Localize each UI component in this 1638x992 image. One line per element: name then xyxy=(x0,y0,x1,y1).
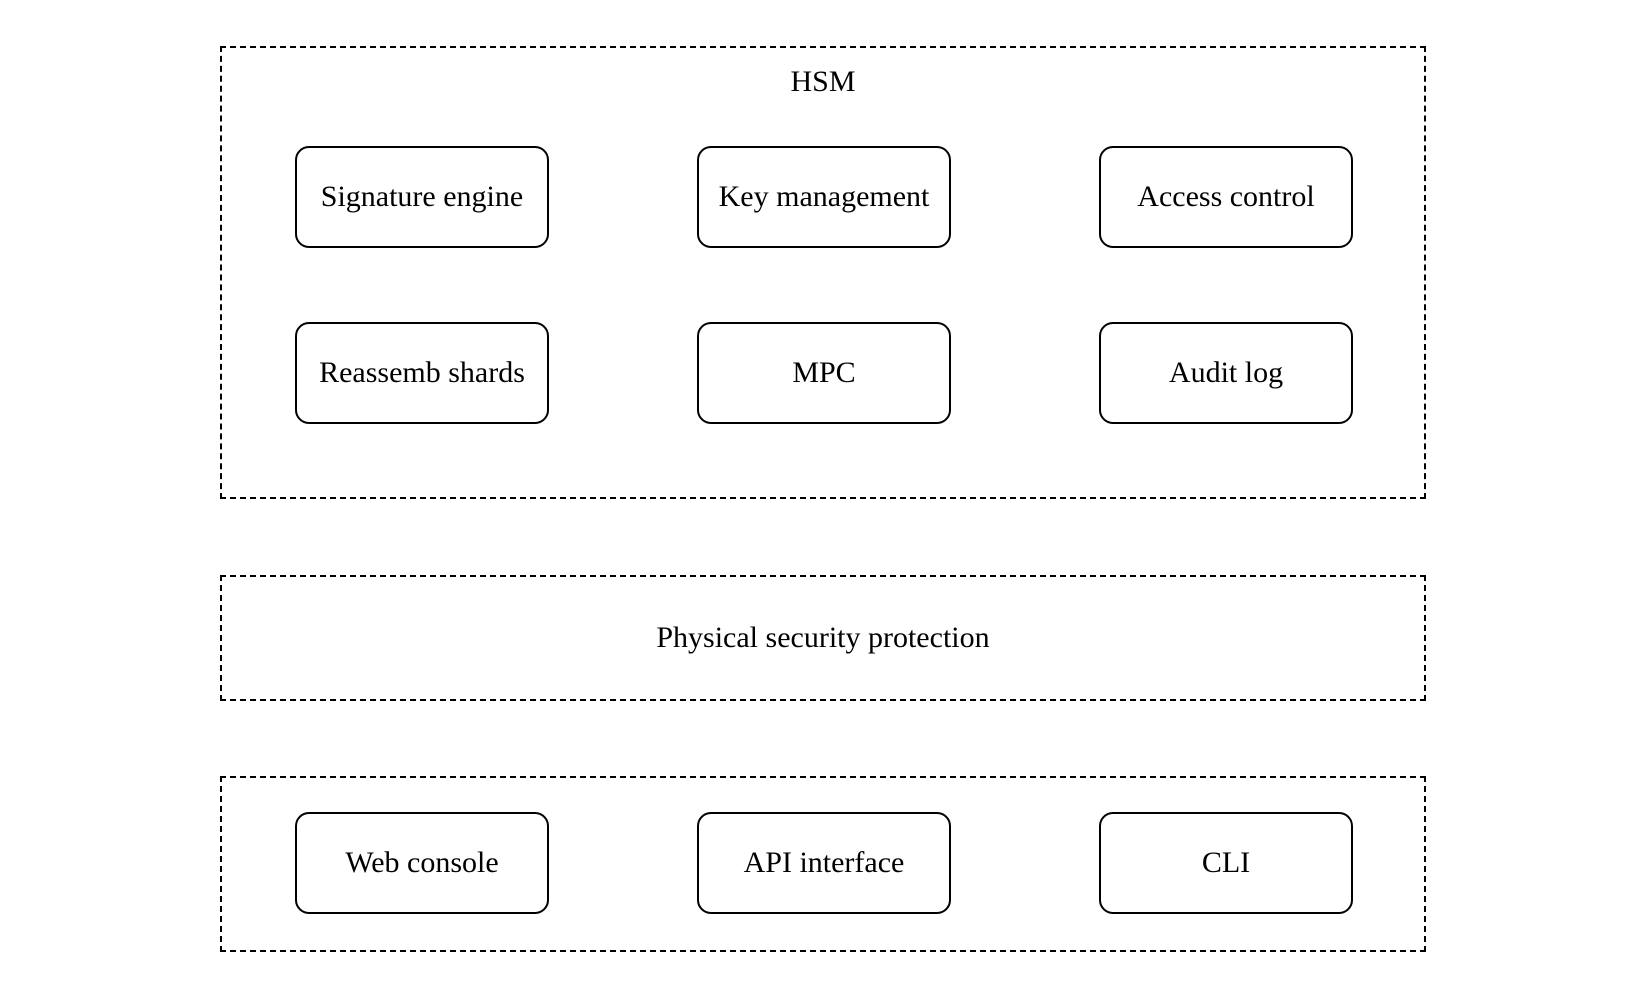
cli-node: CLI xyxy=(1099,812,1353,914)
physical-security-group: Physical security protection xyxy=(220,575,1426,701)
access-control-node: Access control xyxy=(1099,146,1353,248)
mpc-node: MPC xyxy=(697,322,951,424)
key-management-node: Key management xyxy=(697,146,951,248)
signature-engine-node: Signature engine xyxy=(295,146,549,248)
hsm-group-title: HSM xyxy=(790,65,856,98)
web-console-node: Web console xyxy=(295,812,549,914)
reassemb-shards-node: Reassemb shards xyxy=(295,322,549,424)
interfaces-group xyxy=(220,776,1426,952)
api-interface-node: API interface xyxy=(697,812,951,914)
physical-security-label: Physical security protection xyxy=(656,621,990,654)
audit-log-node: Audit log xyxy=(1099,322,1353,424)
hsm-group: HSM xyxy=(220,46,1426,499)
